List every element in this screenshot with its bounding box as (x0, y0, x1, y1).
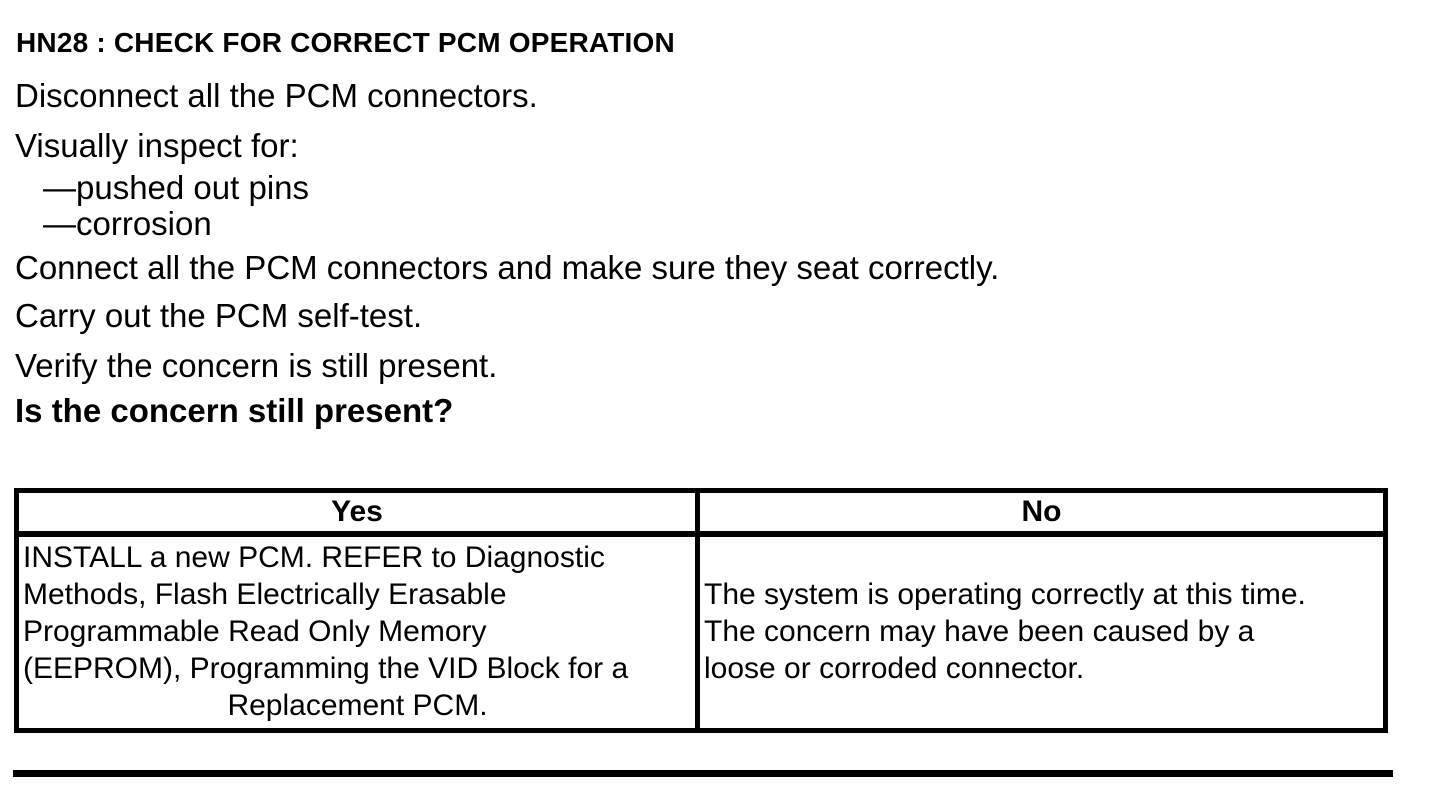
yes-cell-line: Programmable Read Only Memory (23, 615, 487, 648)
results-header-yes: Yes (16, 490, 698, 537)
yes-cell-line: Replacement PCM. (227, 689, 488, 722)
no-cell-line: The system is operating correctly at thi… (704, 578, 1306, 611)
procedure-step: Connect all the PCM connectors and make … (15, 249, 1000, 286)
page-title: HN28 : CHECK FOR CORRECT PCM OPERATION (16, 27, 675, 58)
yes-cell-line: INSTALL a new PCM. REFER to Diagnostic (23, 541, 605, 574)
procedure-step: Verify the concern is still present. (15, 347, 498, 384)
yes-cell-line: Methods, Flash Electrically Erasable (23, 578, 507, 611)
results-table-body-row: INSTALL a new PCM. REFER to Diagnostic M… (17, 534, 1386, 731)
procedure-steps: Disconnect all the PCM connectors. Visua… (15, 76, 1415, 431)
procedure-step: Disconnect all the PCM connectors. (15, 77, 538, 114)
no-cell-line: loose or corroded connector. (704, 652, 1085, 685)
no-cell-line: The concern may have been caused by a (704, 615, 1255, 648)
results-table-header-row: Yes No (16, 490, 1386, 537)
procedure-substep: —corrosion (43, 205, 212, 242)
yes-cell-line: (EEPROM), Programming the VID Block for … (23, 652, 629, 685)
procedure-question: Is the concern still present? (15, 392, 454, 429)
procedure-step: Visually inspect for: (15, 127, 299, 164)
results-cell-no: The system is operating correctly at thi… (695, 534, 1386, 731)
procedure-step: Carry out the PCM self-test. (15, 297, 423, 334)
results-cell-yes: INSTALL a new PCM. REFER to Diagnostic M… (17, 534, 698, 731)
procedure-substep: —pushed out pins (43, 169, 310, 206)
results-header-no: No (695, 490, 1386, 537)
horizontal-divider (13, 770, 1393, 777)
results-table: Yes No INSTALL a new PCM. REFER to Diagn… (14, 488, 1388, 733)
